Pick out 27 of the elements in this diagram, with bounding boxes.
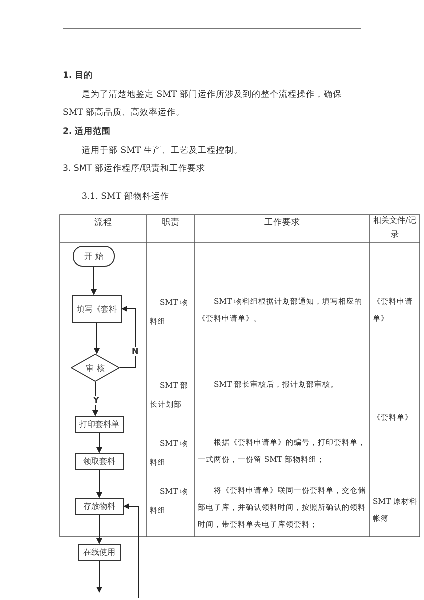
paragraph-text: 3.1. SMT 部物料运作 [82,191,170,204]
edge-label: N [131,347,140,356]
arrow [96,514,102,544]
process-box: 填写《套料 [72,295,122,323]
column-header: 工作要求 [264,217,302,230]
process-box: 领取套料 [75,453,124,470]
arrow [96,560,102,593]
edge-label: Y [92,396,100,405]
arrow [96,432,102,454]
process-box: 存放物料 [75,498,124,515]
column-header: 流程 [94,216,114,230]
arrow [124,504,140,598]
column-header: 相关文件/记录 [372,215,418,241]
section-heading: 2. 适用范围 [63,126,112,139]
arrow [91,266,97,296]
arrow [94,322,100,354]
process-box: 在线使用 [78,544,121,561]
column-header: 职责 [161,217,181,230]
start-terminal: 开 始 [73,246,115,267]
section-heading: 3. SMT 部运作程序/职责和工作要求 [63,162,207,176]
section-heading: 1. 目的 [63,70,94,83]
decision-diamond: 审 核 [71,354,120,382]
arrow [96,470,102,498]
process-box: 打印套料单 [75,416,124,433]
paragraph-text: 是为了清楚地鉴定 SMT 部门运作所涉及到的整个流程操作，确保 SMT 部高品质、高效率运作。 [63,88,343,120]
paragraph-text: 适用于部 SMT 生产、工艺及工程控制。 [82,145,244,158]
arrow [120,306,136,368]
